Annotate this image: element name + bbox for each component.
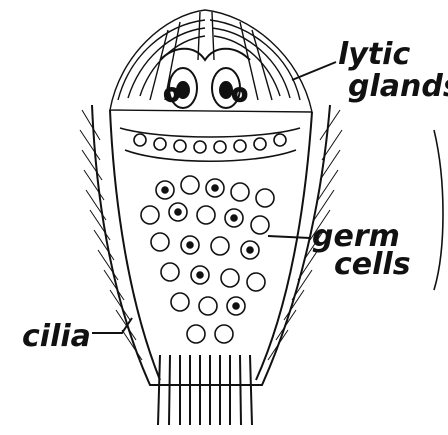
label-cilia: cilia <box>22 322 91 352</box>
leader-lytic-glands <box>292 62 336 80</box>
label-cells: cells <box>334 250 411 280</box>
svg-text:O: O <box>232 85 247 106</box>
gland-band <box>120 128 300 161</box>
svg-text:O: O <box>164 85 179 106</box>
posterior-cilia <box>158 355 252 425</box>
anterior-cap <box>110 10 312 112</box>
label-lytic: lytic <box>338 40 410 70</box>
leader-germ-cells <box>268 236 310 238</box>
label-glands: glands <box>348 72 448 102</box>
germ-cells <box>141 176 274 343</box>
side-bracket <box>434 130 443 290</box>
